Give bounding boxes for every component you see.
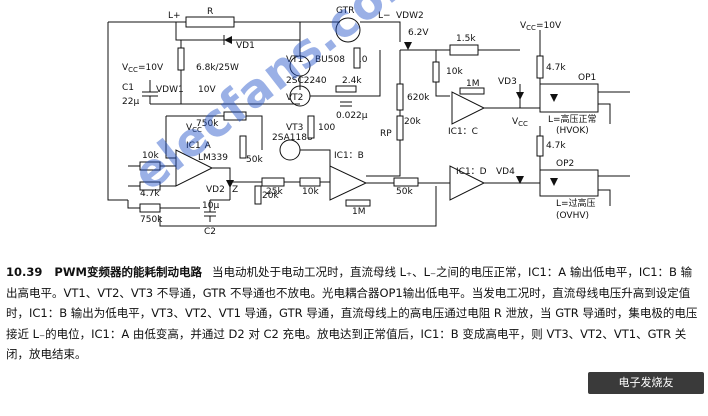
resistor-1m-b xyxy=(345,199,371,207)
resistor-6-8k xyxy=(177,47,185,71)
label-c1-value: 22μ xyxy=(122,97,139,107)
diode-vd4 xyxy=(516,176,524,184)
label-vd2-z: Z xyxy=(232,185,238,195)
opamp-ic1-c xyxy=(451,91,486,125)
resistor-10k-top xyxy=(432,61,440,83)
resistor-10 xyxy=(353,47,361,69)
label-6-8k: 6.8k/25W xyxy=(196,63,239,73)
label-hvok: (HVOK) xyxy=(556,126,589,136)
resistor-100 xyxy=(307,115,315,139)
label-c2-value: 10μ xyxy=(202,201,219,211)
optocoupler-op1 xyxy=(539,83,599,113)
label-rp: RP xyxy=(380,129,392,139)
resistor-1-5k xyxy=(449,44,479,56)
label-vd3: VD3 xyxy=(498,77,517,87)
label-r: R xyxy=(207,7,213,17)
opamp-ic1-a xyxy=(175,149,214,187)
label-vt2: VT2 xyxy=(286,93,303,103)
label-vd4: VD4 xyxy=(496,167,515,177)
corner-logo: 电子发烧友 Elecfans.com xyxy=(588,372,704,411)
label-50k-b: 50k xyxy=(396,187,413,197)
label-4-7k-b: 4.7k xyxy=(546,141,566,151)
label-vcc-top: VCC=10V xyxy=(520,21,562,32)
label-r10: 10 xyxy=(356,55,368,65)
label-op2: OP2 xyxy=(556,159,574,169)
label-4-7k-a: 4.7k xyxy=(546,63,566,73)
resistor-50k-b xyxy=(393,177,419,187)
label-lm339: LM339 xyxy=(198,153,228,163)
label-vdw1-voltage: 10V xyxy=(198,85,216,95)
label-25k: 25k xyxy=(266,187,283,197)
label-10k-left: 10k xyxy=(142,151,159,161)
label-vdw1: VDW1 xyxy=(156,85,184,95)
label-10k-mid: 10k xyxy=(302,187,319,197)
label-100: 100 xyxy=(318,123,335,133)
op1-led-icon xyxy=(550,94,558,102)
label-bu508: BU508 xyxy=(315,55,345,65)
label-vdw2: VDW2 xyxy=(396,11,424,21)
label-l-plus: L+ xyxy=(168,11,181,21)
transistor-gtr xyxy=(335,17,361,43)
label-10k-top: 10k xyxy=(446,67,463,77)
resistor-4-7k-b xyxy=(536,135,544,157)
label-l-minus: L− xyxy=(378,11,391,21)
resistor-10k-mid xyxy=(299,177,321,187)
label-vcc-ic: VCC xyxy=(186,123,202,134)
resistor-750k-b xyxy=(139,203,161,213)
op2-led-icon xyxy=(550,178,558,186)
resistor-4-7k-a xyxy=(536,55,544,79)
label-vdw2-voltage: 6.2V xyxy=(408,28,429,38)
label-c2: C2 xyxy=(204,227,216,237)
opamp-ic1-d xyxy=(449,165,486,201)
label-ic1-d: IC1：D xyxy=(456,167,487,177)
label-ovhv-line: L=过高压 xyxy=(556,197,596,209)
label-750k-b: 750k xyxy=(140,215,163,225)
label-1m-b: 1M xyxy=(352,207,366,217)
label-vt1: VT1 xyxy=(286,55,303,65)
label-hvok-line: L=高压正常 xyxy=(548,113,597,125)
potentiometer-rp xyxy=(396,115,404,141)
diode-vd1 xyxy=(224,36,232,44)
label-vt2-type: 2SC2240 xyxy=(286,76,327,86)
label-vt3: VT3 xyxy=(286,123,303,133)
label-vcc-left: VCC=10V xyxy=(122,63,164,74)
label-vd2: VD2 xyxy=(206,185,225,195)
resistor-25k xyxy=(261,177,285,187)
resistor-50k-a xyxy=(239,135,247,159)
resistor-2-4k xyxy=(335,85,357,93)
label-50k-a: 50k xyxy=(246,155,263,165)
label-vd1: VD1 xyxy=(236,41,255,51)
figure-number: 10.39 xyxy=(6,265,43,279)
figure-caption: 10.39 PWM变频器的能耗制动电路当电动机处于电动工况时，直流母线 L₊、L₋… xyxy=(6,262,700,365)
label-750k-a: 750k xyxy=(196,119,219,129)
figure-paragraph: 当电动机处于电动工况时，直流母线 L₊、L₋之间的电压正常，IC1：A 输出低电… xyxy=(6,265,698,361)
label-1-5k: 1.5k xyxy=(456,34,476,44)
label-ovhv: (OVHV) xyxy=(556,211,589,221)
label-ic1-c: IC1：C xyxy=(448,127,478,137)
resistor-r xyxy=(185,16,235,28)
label-2sa1188: 2SA1188 xyxy=(272,133,313,143)
resistor-20k-b xyxy=(254,185,262,205)
label-20k-b: 20k xyxy=(262,191,279,201)
label-gtr: GTR xyxy=(336,6,354,16)
circuit-diagram: R L+ VD1 GTR L− VDW2 6.2V VT1 BU508 10 V… xyxy=(107,6,630,237)
label-c1: C1 xyxy=(122,83,134,93)
label-2-4k: 2.4k xyxy=(342,76,362,86)
label-0-022u: 0.022μ xyxy=(336,111,368,121)
label-vcc-mid: VCC xyxy=(512,117,528,128)
label-20k-rp: 20k xyxy=(404,117,421,127)
opamp-ic1-b xyxy=(329,165,368,201)
label-op1: OP1 xyxy=(578,73,596,83)
optocoupler-op2 xyxy=(539,169,599,197)
label-620k: 620k xyxy=(407,93,430,103)
label-1m-top: 1M xyxy=(466,79,480,89)
zener-vdw2 xyxy=(404,42,412,50)
figure-title: PWM变频器的能耗制动电路 xyxy=(54,265,202,279)
label-ic1-b: IC1：B xyxy=(334,151,364,161)
resistor-620k xyxy=(396,83,404,111)
label-4-7k-left: 4.7k xyxy=(140,189,160,199)
transistor-vt3 xyxy=(279,139,301,161)
resistor-1m-top xyxy=(459,87,485,95)
